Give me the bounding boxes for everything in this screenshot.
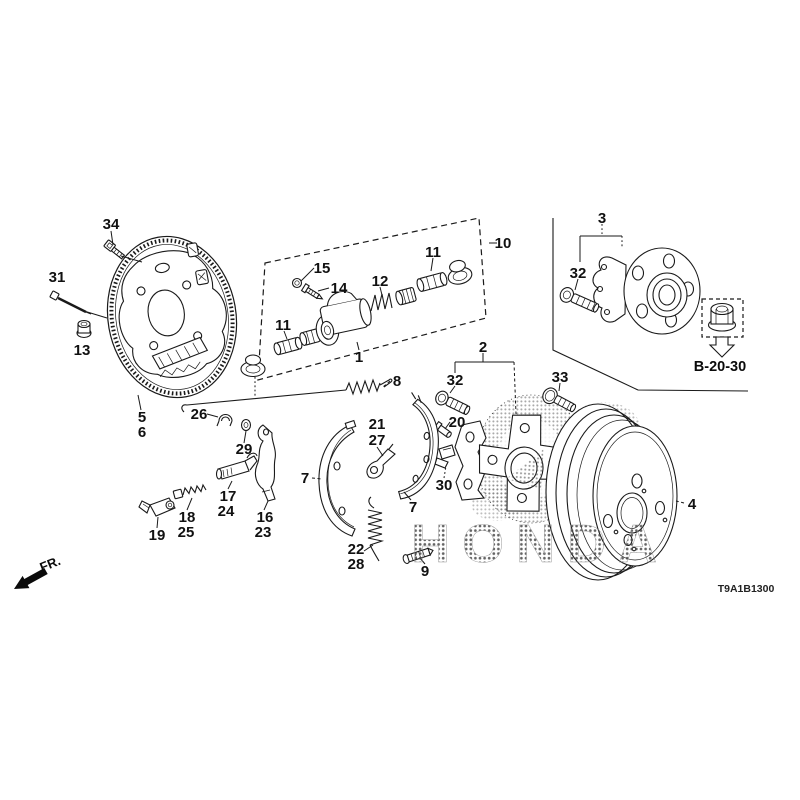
bolt-18-25: [172, 483, 207, 500]
spring-22-28: [367, 496, 385, 562]
part-callout-25: 25: [178, 524, 195, 541]
part-callout-27: 27: [369, 432, 386, 449]
backing-plate: [106, 235, 238, 399]
brake-shoe-right: [397, 392, 439, 500]
part-callout-9: 9: [421, 563, 429, 580]
part-callout-13: 13: [74, 342, 91, 359]
part-callout-32: 32: [447, 372, 464, 389]
bleeder-screw-14: [300, 283, 324, 300]
part-callout-31: 31: [49, 269, 66, 286]
part-callout-12: 12: [372, 273, 389, 290]
part-callout-15: 15: [314, 260, 331, 277]
hub-bolt-32: [559, 287, 600, 313]
wheel-cylinder-kit-box: [257, 217, 487, 381]
part-callout-20: 20: [449, 414, 466, 431]
leader-lines: [83, 224, 685, 565]
part-callout-23: 23: [255, 524, 272, 541]
bolt-31: [49, 290, 92, 315]
bolt-9: [402, 547, 434, 564]
part-callout-14: 14: [331, 280, 348, 297]
honda-watermark: HONDA: [411, 514, 669, 574]
part-callout-34: 34: [103, 216, 120, 233]
brake-shoe-left: [318, 419, 357, 537]
part-callout-7: 7: [409, 499, 417, 516]
fr-arrow-icon: [14, 568, 48, 589]
part-callout-6: 6: [138, 424, 146, 441]
part-callout-29: 29: [236, 441, 253, 458]
inset-divider: [552, 218, 749, 392]
part-callout-5: 5: [138, 409, 146, 426]
fr-label: FR.: [38, 553, 63, 575]
clip-26: [216, 413, 233, 427]
bleeder-cap-15: [291, 277, 303, 289]
brake-drum: [545, 403, 678, 581]
spindle-plate: [478, 414, 568, 512]
part-callout-10: 10: [495, 235, 512, 252]
part-callout-21: 21: [369, 416, 386, 433]
part-callout-16: 16: [257, 509, 274, 526]
part-callout-28: 28: [348, 556, 365, 573]
rod-spring-8: [181, 378, 393, 413]
part-callout-2: 2: [479, 339, 487, 356]
parking-lever-16-23: [254, 424, 276, 502]
adjuster-17-24: [215, 452, 258, 480]
part-callout-30: 30: [436, 477, 453, 494]
part-callout-8: 8: [393, 373, 401, 390]
part-callout-3: 3: [598, 210, 606, 227]
drawing-code: T9A1B1300: [718, 583, 775, 595]
hub-bearing-assembly: [623, 247, 701, 335]
part-callout-19: 19: [149, 527, 166, 544]
cable-end-19: [138, 497, 176, 517]
part-callout-22: 22: [348, 541, 365, 558]
cup-12b: [395, 287, 417, 306]
part-callout-17: 17: [220, 488, 237, 505]
spring-12: [370, 292, 393, 312]
part-callout-18: 18: [179, 509, 196, 526]
adjuster-lever-21-27: [366, 443, 396, 479]
part-callout-11: 11: [275, 317, 291, 334]
part-callout-4: 4: [688, 496, 697, 513]
fr-direction: FR.: [14, 553, 63, 589]
wheel-cylinder-body-1: [315, 290, 372, 346]
part-callout-24: 24: [218, 503, 235, 520]
bolt-32-flange: [435, 390, 471, 416]
knuckle-bracket: [454, 420, 487, 501]
part-callout-7: 7: [301, 470, 309, 487]
hub-carrier-bracket: [592, 256, 627, 323]
reference-code: B-20-30: [694, 359, 746, 375]
cup-piston: [299, 328, 321, 346]
part-callout-26: 26: [191, 406, 208, 423]
piston-left-11: [273, 336, 303, 356]
bolt-33: [542, 387, 577, 413]
grommet-29: [240, 418, 252, 432]
piston-right-11: [416, 272, 448, 292]
boot-left-11: [240, 354, 266, 396]
part-callout-11: 11: [425, 244, 441, 261]
see-reference-arrow-icon: [708, 336, 736, 358]
part-callout-32: 32: [570, 265, 587, 282]
boot-right-11: [447, 259, 473, 285]
nut-13: [76, 319, 92, 339]
part-callout-1: 1: [355, 349, 363, 366]
part-callout-33: 33: [552, 369, 569, 386]
hub-nut-box: [701, 298, 744, 338]
